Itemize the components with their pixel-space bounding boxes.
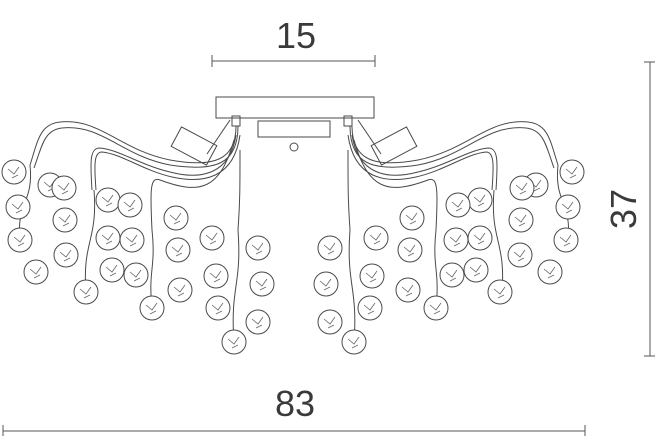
- crystal-left-8: [73, 279, 99, 305]
- right-stem-3: [348, 229, 356, 343]
- crystal-left-15: [163, 205, 189, 231]
- crystal-clusters: [1, 159, 585, 355]
- left-arm-0: [29, 121, 237, 166]
- crystal-left-12: [119, 227, 145, 253]
- crystal-right-20: [317, 235, 343, 261]
- crystal-right-7: [507, 242, 533, 268]
- crystal-right-14: [439, 262, 465, 288]
- crystal-left-7: [53, 242, 79, 268]
- right-arm-5: [347, 149, 351, 231]
- right-arm-1: [349, 125, 555, 169]
- crystal-right-18: [423, 295, 449, 321]
- crystal-left-19: [199, 225, 225, 251]
- height-label: 37: [603, 189, 644, 229]
- crystal-left-0: [1, 159, 27, 185]
- crystal-right-12: [443, 227, 469, 253]
- ceiling-plate: [215, 96, 375, 119]
- crystal-right-13: [463, 257, 489, 283]
- left-arm-4: [150, 139, 235, 231]
- crystal-right-25: [341, 329, 367, 355]
- crystal-left-9: [95, 187, 121, 213]
- crystal-left-20: [245, 235, 271, 261]
- spotlight-left: [170, 119, 231, 166]
- overall-width-dimension: 83: [2, 383, 586, 436]
- crystal-left-11: [95, 225, 121, 251]
- right-arm-4: [353, 139, 438, 231]
- left-arm-2: [90, 134, 237, 191]
- height-dimension: 37: [603, 61, 655, 357]
- crystal-right-21: [359, 263, 385, 289]
- crystal-right-3: [509, 175, 535, 201]
- crystal-left-17: [167, 277, 193, 303]
- left-stem-1: [84, 189, 96, 293]
- left-arm-5: [237, 149, 241, 231]
- top-width-label: 15: [276, 15, 316, 56]
- crystal-left-25: [221, 329, 247, 355]
- right-stem-1: [492, 189, 504, 293]
- crystal-right-16: [397, 237, 423, 263]
- crystal-left-14: [123, 262, 149, 288]
- crystal-right-15: [399, 205, 425, 231]
- crystal-left-2: [5, 194, 31, 220]
- crystal-right-2: [555, 194, 581, 220]
- crystal-right-23: [357, 295, 383, 321]
- left-stem-3: [232, 229, 240, 343]
- crystal-left-13: [99, 257, 125, 283]
- crystal-left-22: [249, 271, 275, 297]
- crystal-left-10: [117, 192, 143, 218]
- crystal-right-24: [317, 309, 343, 335]
- center-body: [257, 120, 331, 138]
- crystal-right-6: [537, 259, 563, 285]
- overall-width-label: 83: [275, 383, 315, 424]
- spotlight-right: [357, 119, 418, 166]
- crystal-right-5: [508, 207, 534, 233]
- crystal-left-3: [51, 175, 77, 201]
- crystal-left-21: [203, 263, 229, 289]
- right-arm-0: [351, 121, 559, 166]
- crystal-right-4: [553, 227, 579, 253]
- crystal-left-16: [165, 237, 191, 263]
- top-width-dimension: 15: [211, 15, 376, 67]
- crystal-right-10: [445, 192, 471, 218]
- crystal-right-17: [395, 277, 421, 303]
- right-arm-2: [351, 134, 498, 191]
- crystal-left-6: [23, 259, 49, 285]
- crystal-left-23: [205, 295, 231, 321]
- crystal-right-19: [363, 225, 389, 251]
- crystal-left-24: [245, 309, 271, 335]
- center-bulb: [289, 142, 299, 152]
- crystal-right-11: [467, 225, 493, 251]
- crystal-left-18: [139, 295, 165, 321]
- crystal-right-22: [313, 271, 339, 297]
- mount-clip-right: [343, 115, 353, 127]
- crystal-left-5: [52, 207, 78, 233]
- crystal-right-8: [487, 279, 513, 305]
- crystal-right-9: [467, 187, 493, 213]
- lamp-canopy: [215, 96, 375, 152]
- crystal-left-4: [7, 227, 33, 253]
- left-arm-1: [33, 125, 239, 169]
- crystal-right-0: [559, 159, 585, 185]
